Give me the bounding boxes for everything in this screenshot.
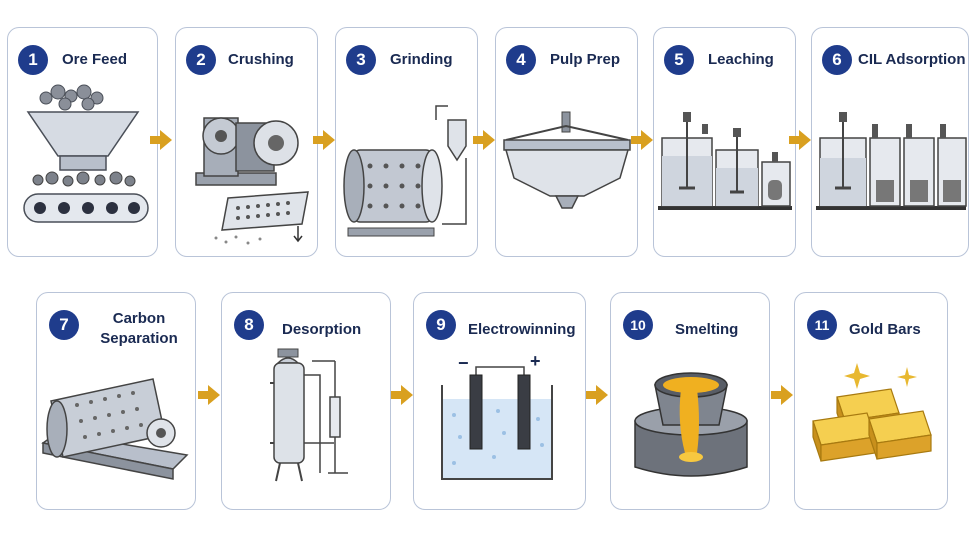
step-title: Leaching xyxy=(708,51,774,68)
step-title: Electrowinning xyxy=(468,321,576,338)
step-card-electrowinning: 9 Electrowinning − + xyxy=(413,292,586,510)
step-number-badge: 4 xyxy=(506,45,536,75)
ball-mill-icon xyxy=(343,105,467,237)
electrowinning-cell-icon xyxy=(441,366,553,480)
elution-column-icon xyxy=(270,348,348,482)
step-title: Gold Bars xyxy=(849,321,921,338)
flow-arrow-1-2 xyxy=(150,130,172,150)
step-card-desorption: 8 Desorption xyxy=(221,292,391,510)
step-card-leaching: 5 Leaching xyxy=(653,27,796,257)
step-card-gold-bars: 11 Gold Bars xyxy=(794,292,948,510)
gold-bars-icon xyxy=(812,363,932,462)
step-card-carbon-separation: 7 Carbon Separation xyxy=(36,292,196,510)
step-title: Grinding xyxy=(390,51,453,68)
step-number-badge: 8 xyxy=(234,310,264,340)
step-number-badge: 11 xyxy=(807,310,837,340)
step-title-line-2: Separation xyxy=(100,330,178,347)
flow-arrow-7-8 xyxy=(198,385,220,405)
thickener-tank-icon xyxy=(503,111,631,209)
carbon-screen-drum-icon xyxy=(41,378,189,480)
step-number-badge: 7 xyxy=(49,310,79,340)
step-title: Desorption xyxy=(282,321,362,338)
step-title: Ore Feed xyxy=(62,51,128,68)
flow-arrow-2-3 xyxy=(313,130,335,150)
step-title: Carbon Separation xyxy=(91,309,187,349)
step-number-badge: 3 xyxy=(346,45,376,75)
step-card-pulp-prep: 4 Pulp Prep xyxy=(495,27,638,257)
step-card-crushing: 2 Crushing xyxy=(175,27,318,257)
ore-feed-hopper-icon xyxy=(23,84,149,223)
crusher-icon xyxy=(195,117,309,245)
flow-arrow-3-4 xyxy=(473,130,495,150)
smelting-crucible-icon xyxy=(634,372,748,477)
step-number-badge: 5 xyxy=(664,45,694,75)
step-card-ore-feed: 1 Ore Feed xyxy=(7,27,158,257)
positive-terminal-label: + xyxy=(530,351,541,371)
step-title: Crushing xyxy=(228,51,294,68)
flow-arrow-8-9 xyxy=(391,385,413,405)
flow-arrow-10-11 xyxy=(771,385,793,405)
step-number-badge: 2 xyxy=(186,45,216,75)
step-number-badge: 6 xyxy=(822,45,852,75)
step-title: Smelting xyxy=(675,321,739,338)
step-card-grinding: 3 Grinding xyxy=(335,27,478,257)
step-number-badge: 9 xyxy=(426,310,456,340)
flow-arrow-4-5 xyxy=(631,130,653,150)
leach-tanks-icon xyxy=(658,112,792,210)
cil-tanks-icon xyxy=(816,112,967,210)
step-title: Pulp Prep xyxy=(550,51,621,68)
flow-arrow-5-6 xyxy=(789,130,811,150)
step-number-badge: 1 xyxy=(18,45,48,75)
step-number-badge: 10 xyxy=(623,310,653,340)
flow-arrow-9-10 xyxy=(586,385,608,405)
step-card-smelting: 10 Smelting xyxy=(610,292,770,510)
step-title: CIL Adsorption xyxy=(858,51,966,68)
negative-terminal-label: − xyxy=(458,353,469,373)
step-card-cil-adsorption: 6 CIL Adsorption xyxy=(811,27,969,257)
step-title-line-1: Carbon xyxy=(112,310,166,327)
